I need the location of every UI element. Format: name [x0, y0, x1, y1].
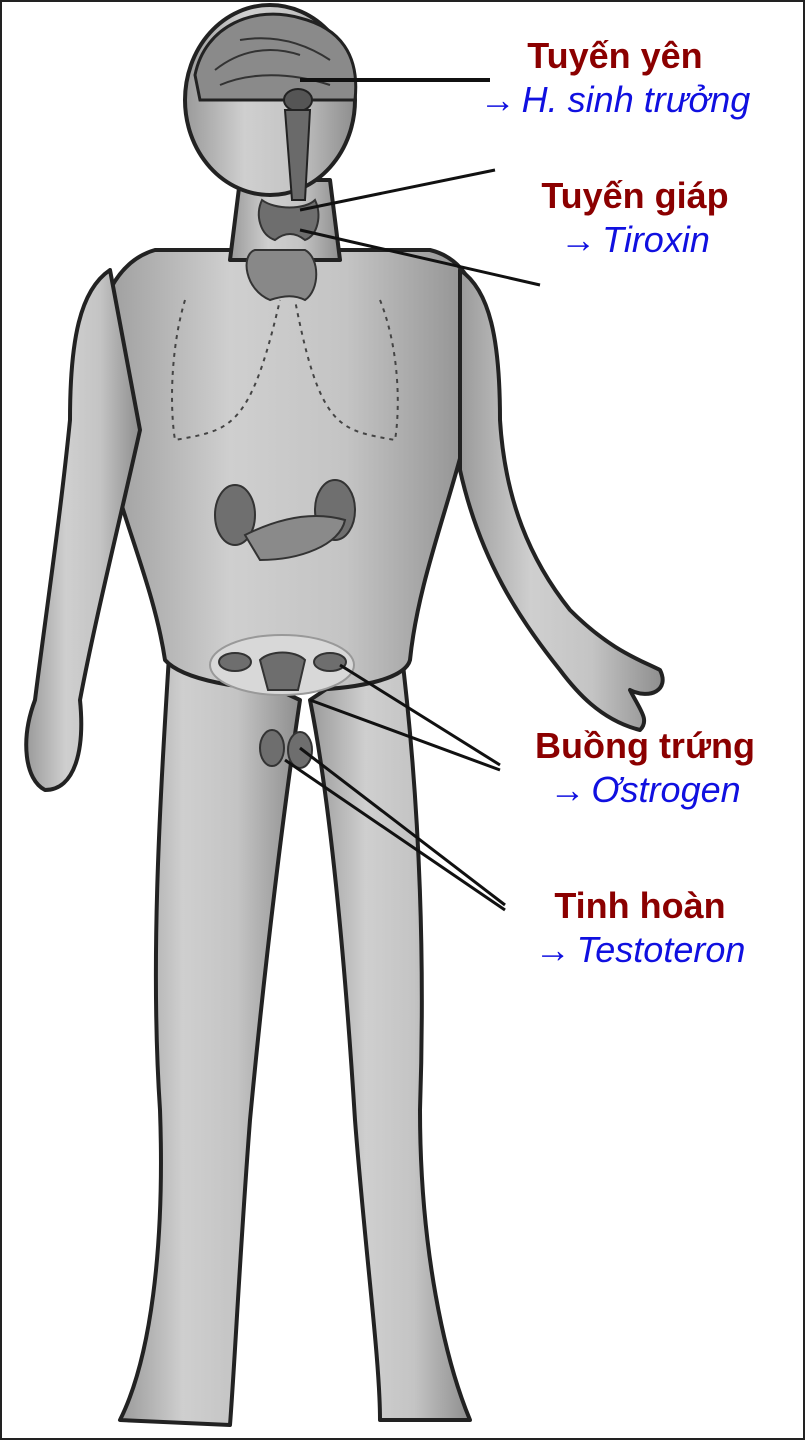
- label-pituitary: Tuyến yên →H. sinh trưởng: [430, 34, 800, 122]
- testis-hormone: →Testoteron: [490, 928, 790, 972]
- ovary-gland-name: Buồng trứng: [490, 724, 800, 768]
- ovary-hormone: →Ơstrogen: [490, 768, 800, 812]
- thyroid-hormone: →Tiroxin: [490, 218, 780, 262]
- label-testis: Tinh hoàn →Testoteron: [490, 884, 790, 972]
- label-thyroid: Tuyến giáp →Tiroxin: [490, 174, 780, 262]
- testis-gland-name: Tinh hoàn: [490, 884, 790, 928]
- arrow-icon: →: [560, 219, 596, 260]
- arrow-icon: →: [549, 769, 585, 810]
- label-ovary: Buồng trứng →Ơstrogen: [490, 724, 800, 812]
- arrow-icon: →: [480, 79, 516, 120]
- pituitary-hormone: →H. sinh trưởng: [430, 78, 800, 122]
- arrow-icon: →: [535, 929, 571, 970]
- pituitary-gland-name: Tuyến yên: [430, 34, 800, 78]
- thyroid-gland-name: Tuyến giáp: [490, 174, 780, 218]
